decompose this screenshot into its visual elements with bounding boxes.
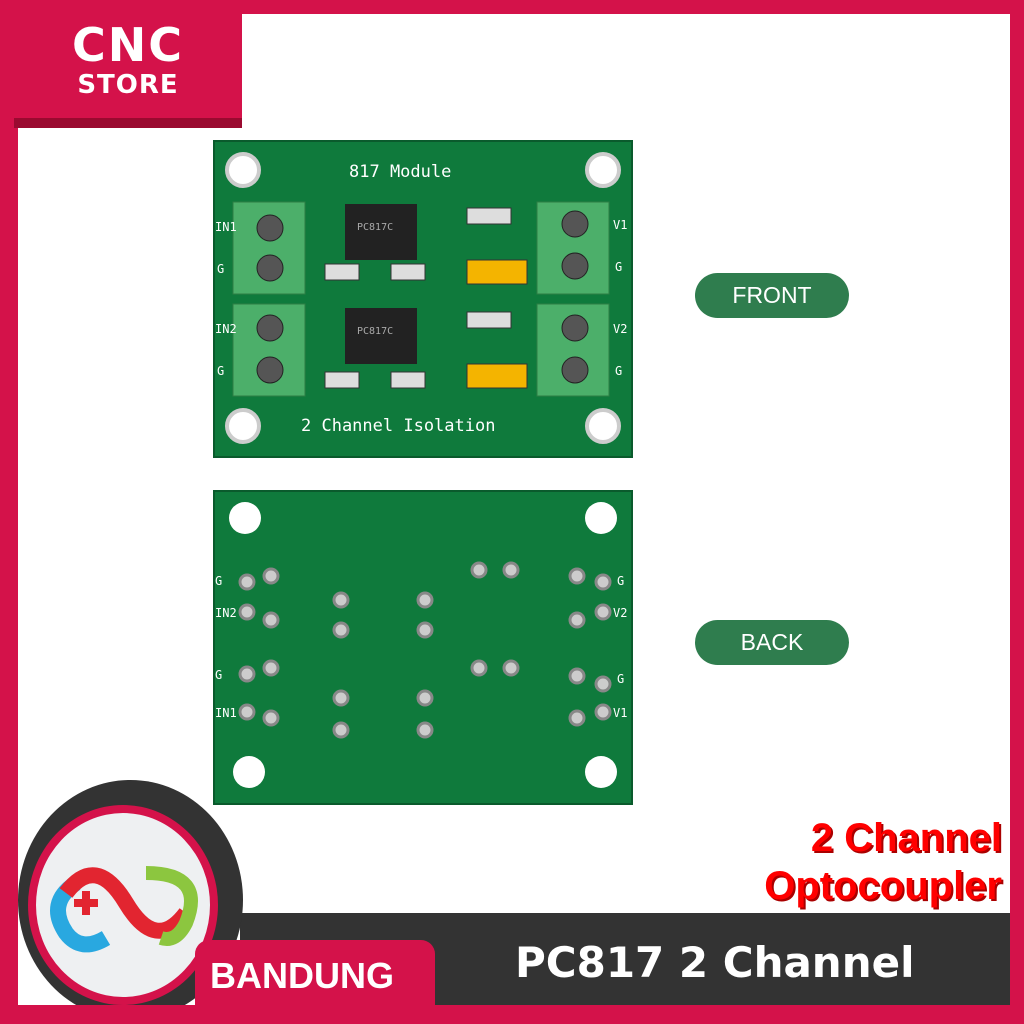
location-tab xyxy=(195,940,435,1010)
brand-logo: CNC STORE xyxy=(14,12,242,118)
pin-label: G xyxy=(617,574,625,588)
product-name: PC817 2 Channel xyxy=(515,938,915,987)
location-label: BANDUNG xyxy=(210,955,394,996)
pcb-subtitle: 2 Channel Isolation xyxy=(301,416,496,436)
bottom-frame xyxy=(0,1005,1024,1024)
pcb-back-graphic xyxy=(229,502,617,788)
pin-label: IN2 xyxy=(215,606,237,620)
headline-line2: Optocoupler xyxy=(764,864,1002,908)
pin-label: G xyxy=(215,668,223,682)
pcb-back-image: G IN2 G IN1 G V2 G V1 xyxy=(213,490,633,805)
front-label-badge: FRONT xyxy=(695,273,849,318)
pin-label: IN2 xyxy=(215,322,237,336)
pin-label: V2 xyxy=(613,322,628,336)
pin-label: G xyxy=(615,364,623,378)
headline-line1: 2 Channel xyxy=(810,816,1002,860)
pcb-title: 817 Module xyxy=(349,162,452,182)
pin-label: V1 xyxy=(613,218,628,232)
pin-label: G xyxy=(615,260,623,274)
pcb-front-image: 817 Module 2 Channel Isolation PC817C PC… xyxy=(213,140,633,458)
brand-line1: CNC xyxy=(71,18,184,72)
pin-label: G xyxy=(617,672,625,686)
pin-label: V2 xyxy=(613,606,628,620)
brand-line2: STORE xyxy=(77,70,179,100)
pin-label: IN1 xyxy=(215,706,237,720)
pin-label: G xyxy=(215,574,223,588)
pin-label: V1 xyxy=(613,706,628,720)
pin-label: IN1 xyxy=(215,220,237,234)
pin-label: G xyxy=(217,262,225,276)
pcb-front-graphic xyxy=(225,152,621,444)
pin-label: G xyxy=(217,364,225,378)
chip-label: PC817C xyxy=(357,222,394,233)
chip-label: PC817C xyxy=(357,326,394,337)
infinity-cross-logo-icon xyxy=(50,866,198,953)
store-emblem xyxy=(28,805,218,1005)
back-label-badge: BACK xyxy=(695,620,849,665)
